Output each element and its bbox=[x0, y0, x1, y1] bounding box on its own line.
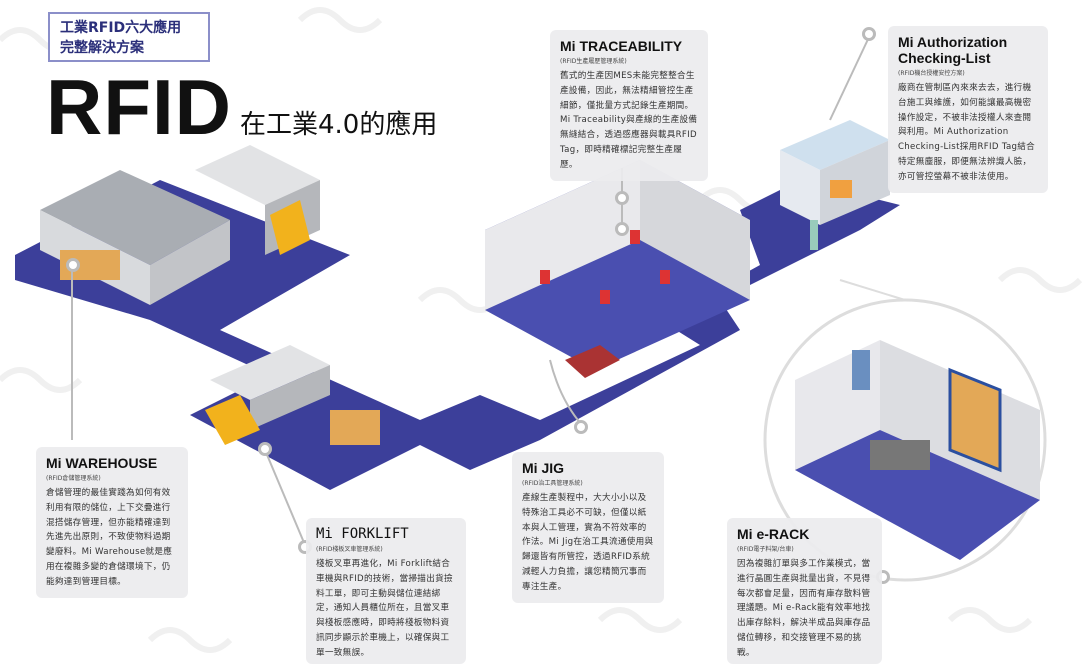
card-title: Mi FORKLIFT bbox=[316, 526, 409, 542]
card-tag: (RFID倉儲管理系統) bbox=[46, 475, 101, 482]
card-tag: (RFID治工具管理系統) bbox=[522, 480, 583, 487]
page-title: RFID bbox=[46, 63, 232, 151]
jig-card: Mi JIG (RFID治工具管理系統) 產線生產製程中，大大小小以及特殊治工具… bbox=[512, 452, 664, 603]
traceability-pin-2[interactable] bbox=[615, 222, 629, 236]
card-title: Mi e-RACK bbox=[737, 526, 810, 542]
card-body: 產線生產製程中，大大小小以及特殊治工具必不可缺，但僅以紙本與人工管理，實為不符效… bbox=[522, 493, 654, 592]
factory-illustration bbox=[485, 160, 750, 378]
warehouse-pin[interactable] bbox=[66, 258, 80, 272]
solution-badge: 工業RFID六大應用 完整解決方案 bbox=[48, 12, 210, 62]
traceability-card: Mi TRACEABILITY (RFID生產履歷管理系統) 舊式的生產因MES… bbox=[550, 30, 708, 181]
page-subtitle: 在工業4.0的應用 bbox=[240, 110, 438, 140]
card-tag: (RFID電子料架/台車) bbox=[737, 546, 794, 553]
card-tag: (RFID機台授權安控方案) bbox=[898, 70, 965, 77]
card-body: 因為複雜訂單與多工作業模式，當進行晶圓生產與批量出貨，不見得每次都會足量，因而有… bbox=[737, 559, 871, 658]
card-tag: (RFID棧板叉車管理系統) bbox=[316, 546, 383, 553]
forklift-card: Mi FORKLIFT (RFID棧板叉車管理系統) 棧板叉車再進化，Mi Fo… bbox=[306, 518, 466, 664]
card-title-line-2: Checking-List bbox=[898, 50, 991, 66]
badge-line-2: 完整解決方案 bbox=[60, 40, 144, 56]
card-title-line-1: Mi Authorization bbox=[898, 34, 1008, 50]
card-title: Mi JIG bbox=[522, 460, 565, 476]
card-body: 舊式的生產因MES未能完整整合生產設備，因此，無法精細管控生產細節，僅批量方式記… bbox=[560, 71, 698, 170]
authorization-card: Mi Authorization Checking-List (RFID機台授權… bbox=[888, 26, 1048, 193]
card-tag: (RFID生產履歷管理系統) bbox=[560, 58, 627, 65]
card-body: 倉儲管理的最佳實踐為如何有效利用有限的儲位，上下交疊進行混搭儲存管理，但亦能精確… bbox=[46, 488, 173, 587]
jig-pin[interactable] bbox=[574, 420, 588, 434]
card-title: Mi WAREHOUSE bbox=[46, 455, 158, 471]
forklift-pin[interactable] bbox=[258, 442, 272, 456]
badge-line-1: 工業RFID六大應用 bbox=[60, 20, 182, 36]
traceability-pin[interactable] bbox=[615, 191, 629, 205]
erack-card: Mi e-RACK (RFID電子料架/台車) 因為複雜訂單與多工作業模式，當進… bbox=[727, 518, 882, 664]
authorization-kiosk-illustration bbox=[780, 120, 890, 250]
erack-zoom-circle bbox=[763, 279, 1047, 582]
forklift-illustration bbox=[205, 345, 380, 445]
card-body: 廠商在管制區內來來去去，進行機台施工與維護，如何能讓最高機密操作設定，不被非法授… bbox=[898, 83, 1036, 182]
card-body: 棧板叉車再進化，Mi Forklift結合車機與RFID的技術，當掃描出貨撿料工… bbox=[316, 559, 453, 658]
authorization-pin[interactable] bbox=[862, 27, 876, 41]
card-title: Mi TRACEABILITY bbox=[560, 38, 683, 54]
warehouse-card: Mi WAREHOUSE (RFID倉儲管理系統) 倉儲管理的最佳實踐為如何有效… bbox=[36, 447, 188, 598]
